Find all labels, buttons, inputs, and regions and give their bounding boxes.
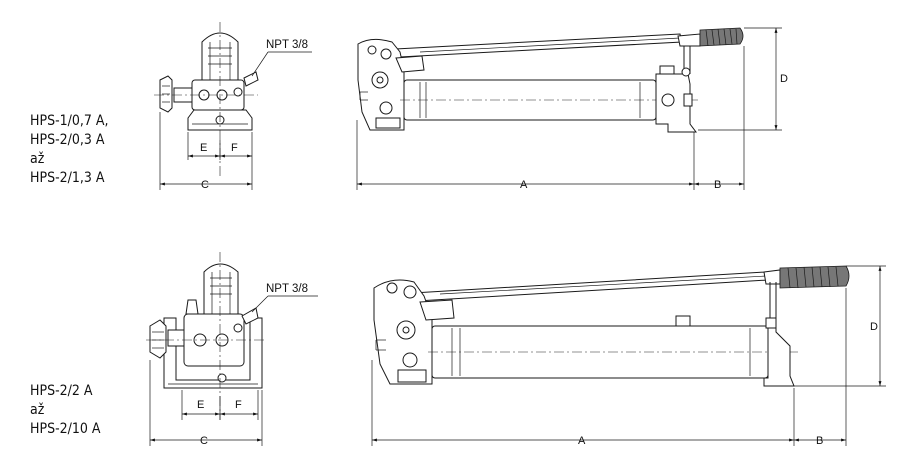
dim-c-top: C <box>159 112 253 191</box>
model-label: až <box>30 402 45 418</box>
model-label: HPS-2/1,3 A <box>30 170 105 186</box>
model-label: HPS-2/0,3 A <box>30 132 105 148</box>
dim-d-label: D <box>870 321 878 333</box>
port-label: NPT 3/8 <box>266 283 308 295</box>
model-label: HPS-1/0,7 A, <box>30 113 109 129</box>
dim-b-label: B <box>816 435 823 447</box>
dim-d-bottom: D <box>794 265 886 387</box>
pump-side-view-top <box>154 22 259 178</box>
dim-d-label: D <box>780 73 788 85</box>
port-callout-top: NPT 3/8 <box>251 39 312 77</box>
dim-c-label: C <box>200 435 208 447</box>
dim-e-label: E <box>197 399 204 411</box>
dim-f-label: F <box>235 399 242 411</box>
model-list-top: HPS-1/0,7 A, HPS-2/0,3 A až HPS-2/1,3 A <box>30 112 109 188</box>
dim-c-bottom: C <box>149 360 263 447</box>
model-label: HPS-2/10 A <box>30 421 101 437</box>
port-callout-bottom: NPT 3/8 <box>251 283 318 313</box>
dim-ab-bottom: A B <box>371 288 847 447</box>
dim-b-label: B <box>714 179 721 191</box>
pump-front-view-top <box>357 27 744 133</box>
dim-c-label: C <box>201 179 209 191</box>
model-list-bottom: HPS-2/2 A až HPS-2/10 A <box>30 382 101 439</box>
dim-a-label: A <box>578 435 586 447</box>
model-label: HPS-2/2 A <box>30 383 93 399</box>
model-label: až <box>30 151 45 167</box>
port-label: NPT 3/8 <box>266 39 308 51</box>
dim-ab-top: A B <box>356 46 745 191</box>
dim-e-label: E <box>200 142 207 154</box>
pump-front-view-bottom <box>373 265 850 387</box>
dim-a-label: A <box>520 179 528 191</box>
dim-ef-bottom: E F <box>181 390 259 420</box>
pump-side-view-bottom <box>146 252 266 420</box>
dim-f-label: F <box>231 142 238 154</box>
dim-ef-top: E F <box>187 132 253 160</box>
dim-d-top: D <box>698 27 788 131</box>
